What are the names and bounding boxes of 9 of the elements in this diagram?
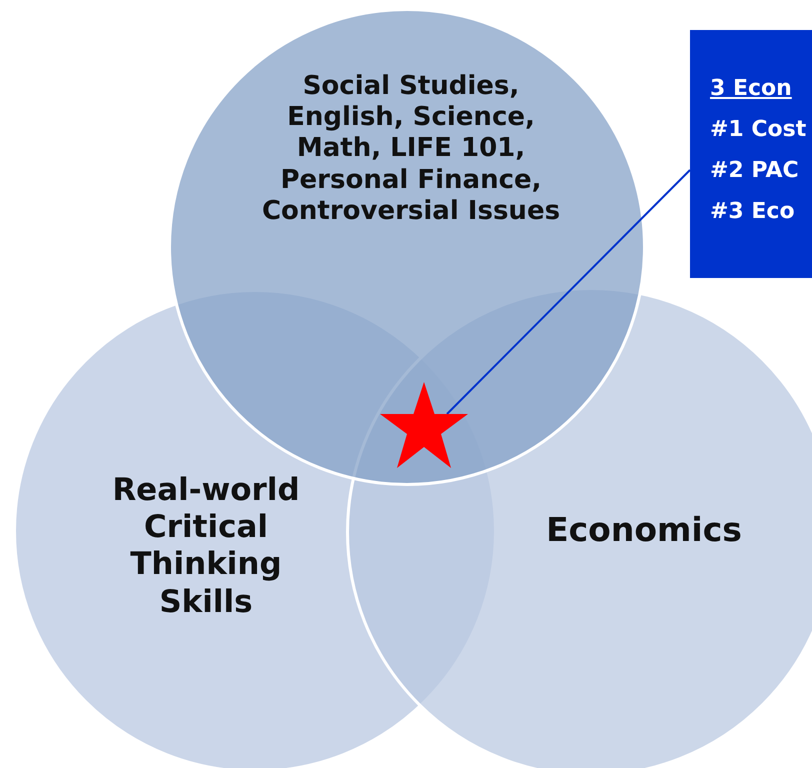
- list-item: #2 PAC: [710, 157, 799, 185]
- panel-heading: 3 Econ: [710, 75, 792, 103]
- circle-label: Social Studies, English, Science, Math, LIFE 101, Personal Finance, Controversial Issues: [260, 71, 562, 227]
- text-panel: [690, 30, 812, 278]
- circle-label: Economics: [545, 510, 743, 550]
- leader-line: [446, 169, 691, 415]
- list-item: #3 Eco: [710, 198, 795, 226]
- list-item: #1 Cost: [710, 116, 806, 144]
- circle-label: Real-world Critical Thinking Skills: [111, 472, 301, 621]
